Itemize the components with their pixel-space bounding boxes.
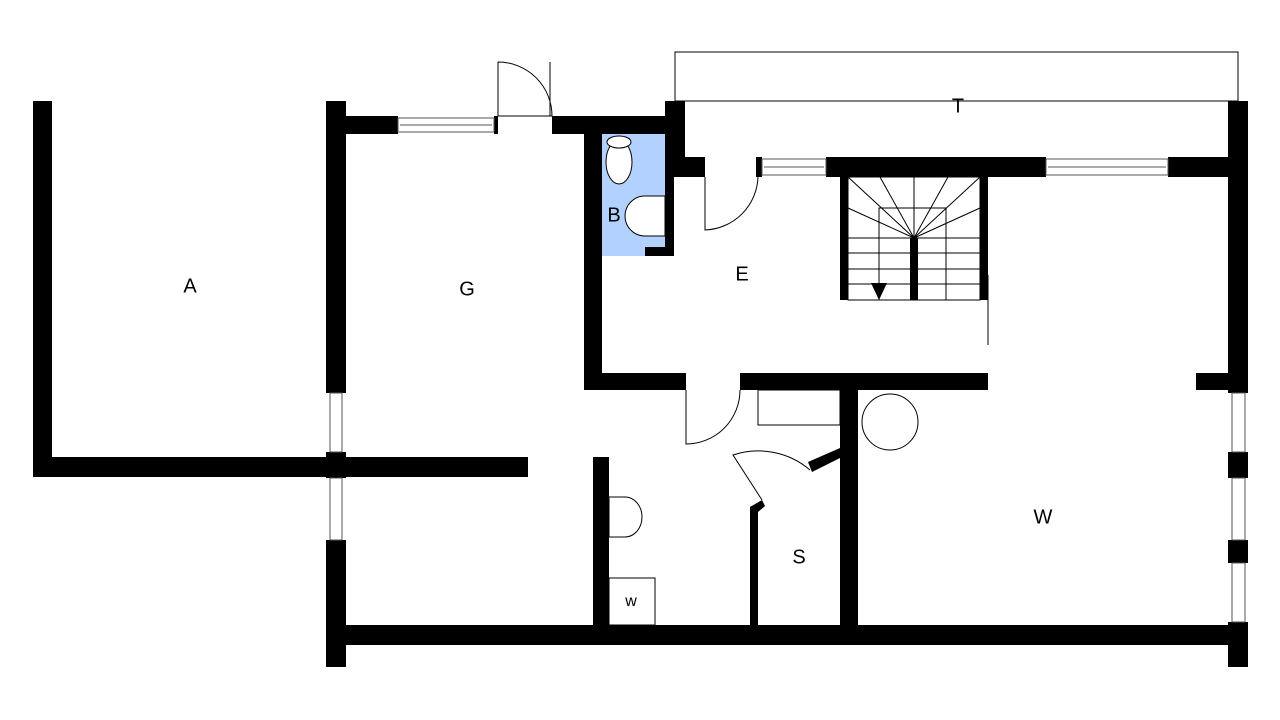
room-label-a: A: [183, 275, 197, 297]
room-label-g: G: [459, 278, 475, 300]
sink-icon: [608, 496, 643, 538]
doors: [497, 61, 989, 501]
room-labels: A G B E T W S w: [183, 95, 1052, 610]
windows: [329, 117, 1246, 623]
sink-icon: [624, 195, 666, 237]
stair-direction-arrow-icon: [871, 283, 887, 300]
room-label-e: E: [735, 263, 748, 285]
terrace-outline: [674, 51, 1239, 102]
staircase: [847, 176, 981, 301]
room-label-w: W: [1034, 506, 1053, 528]
room-label-s: S: [792, 546, 805, 568]
room-label-b: B: [607, 204, 620, 226]
washer-box: [608, 577, 656, 626]
fixtures: [605, 135, 919, 626]
room-label-t: T: [952, 95, 964, 117]
counter: [757, 389, 841, 426]
round-table: [861, 393, 919, 451]
walls: [33, 101, 1248, 667]
room-label-w-small: w: [624, 593, 637, 610]
